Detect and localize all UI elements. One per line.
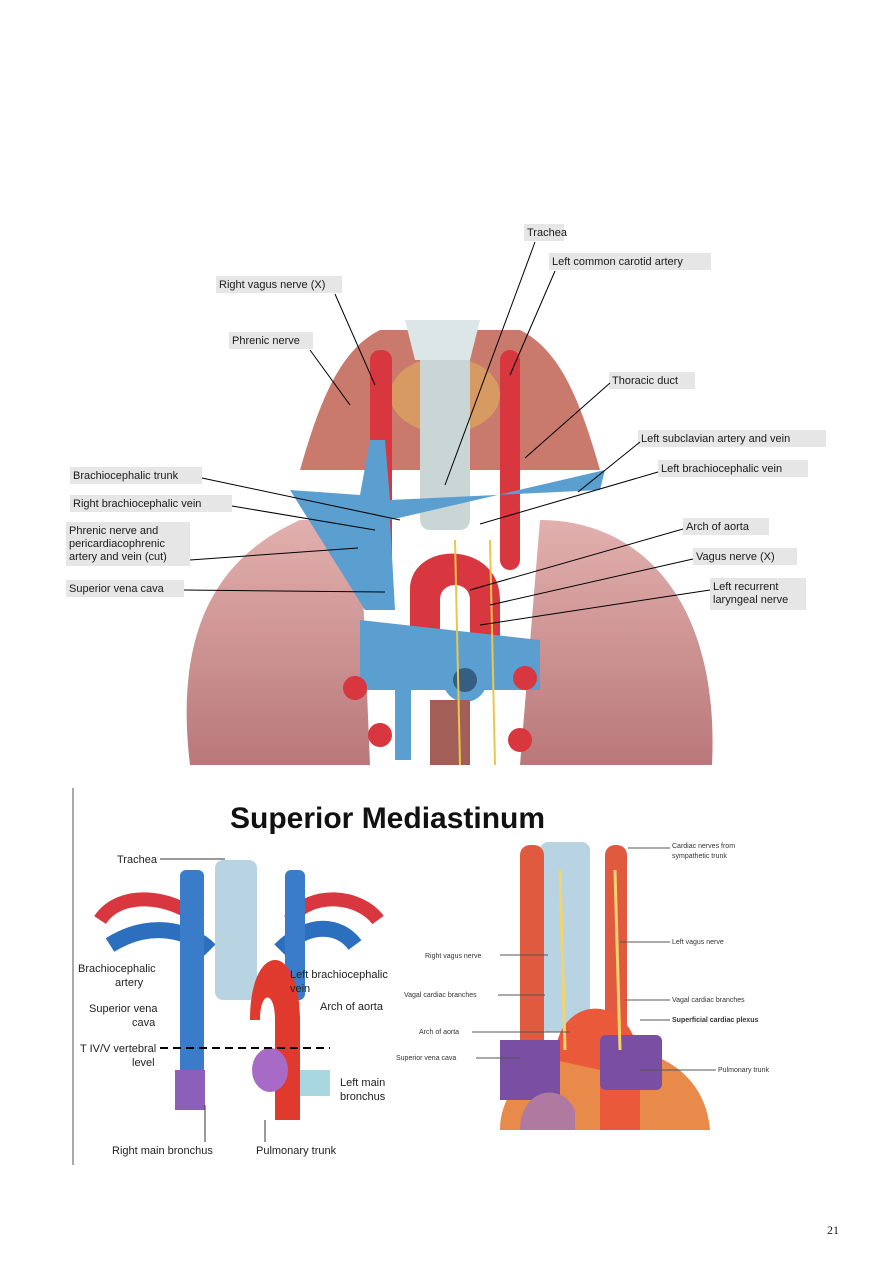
label3-cardiac-nerves-line1: Cardiac nerves from: [672, 843, 735, 850]
label3-pulmonary-trunk: Pulmonary trunk: [718, 1067, 769, 1074]
label3-left-vagus: Left vagus nerve: [672, 939, 724, 946]
label-phrenic-nerve: Phrenic nerve: [232, 335, 300, 347]
label3-svc: Superior vena cava: [396, 1055, 456, 1062]
label2-trachea: Trachea: [117, 854, 158, 866]
label-superior-vena-cava: Superior vena cava: [69, 583, 165, 595]
label-left-common-carotid: Left common carotid artery: [552, 256, 683, 268]
left-lung-shape: [520, 520, 713, 765]
label3-right-vagus: Right vagus nerve: [425, 953, 482, 960]
label2-pulmonary-trunk: Pulmonary trunk: [256, 1145, 337, 1157]
label-left-subclavian: Left subclavian artery and vein: [641, 433, 790, 445]
label-phrenic-peri-line1: Phrenic nerve and: [69, 525, 158, 537]
label2-svc-line1: Superior vena: [89, 1003, 158, 1015]
label2-left-main-line1: Left main: [340, 1077, 385, 1089]
label-vagus-nerve: Vagus nerve (X): [696, 551, 775, 563]
label-phrenic-peri-line3: artery and vein (cut): [69, 551, 167, 563]
label2-svc-line2: cava: [132, 1017, 156, 1029]
label3-arch-of-aorta: Arch of aorta: [419, 1029, 459, 1036]
label2-brachio-line2: artery: [115, 977, 144, 989]
left-schematic: Trachea Brachiocephalic artery Superior …: [78, 854, 388, 1157]
label3-superficial-plexus: Superficial cardiac plexus: [672, 1017, 758, 1024]
right-lung-shape: [186, 520, 370, 765]
label2-left-brachio-line1: Left brachiocephalic: [290, 969, 388, 981]
label-right-brachiocephalic-vein: Right brachiocephalic vein: [73, 498, 201, 510]
superior-mediastinum-diagram: Superior Mediastinum Trachea Brachioceph…: [72, 788, 769, 1165]
label-phrenic-peri-line2: pericardiacophrenic: [69, 538, 165, 550]
label-right-vagus: Right vagus nerve (X): [219, 279, 325, 291]
label3-vagal-cardiac-left: Vagal cardiac branches: [404, 992, 477, 999]
label-arch-of-aorta: Arch of aorta: [686, 521, 750, 533]
label2-left-main-line2: bronchus: [340, 1091, 386, 1103]
label2-brachio-line1: Brachiocephalic: [78, 963, 156, 975]
label2-tiv-line1: T IV/V vertebral: [80, 1043, 156, 1055]
label-left-recurrent-line2: laryngeal nerve: [713, 594, 788, 606]
right-schematic: Cardiac nerves from sympathetic trunk Ri…: [396, 842, 769, 1130]
label2-left-brachio-line2: vein: [290, 983, 310, 995]
label-thoracic-duct: Thoracic duct: [612, 375, 678, 387]
label3-vagal-cardiac-right: Vagal cardiac branches: [672, 997, 745, 1004]
label2-arch-of-aorta: Arch of aorta: [320, 1001, 384, 1013]
label-brachiocephalic-trunk: Brachiocephalic trunk: [73, 470, 179, 482]
label-trachea: Trachea: [527, 227, 568, 239]
page-number: 21: [827, 1223, 839, 1237]
anatomy-illustration-superior-mediastinum-dissection: Trachea Left common carotid artery Right…: [66, 224, 826, 766]
figure1-labels: Trachea Left common carotid artery Right…: [66, 224, 826, 626]
figure2-title: Superior Mediastinum: [230, 802, 545, 835]
label2-right-main-bronchus: Right main bronchus: [112, 1145, 213, 1157]
label-left-recurrent-line1: Left recurrent: [713, 581, 778, 593]
label3-cardiac-nerves-line2: sympathetic trunk: [672, 853, 727, 860]
label2-tiv-line2: level: [132, 1057, 155, 1069]
label-left-brachiocephalic-vein: Left brachiocephalic vein: [661, 463, 782, 475]
